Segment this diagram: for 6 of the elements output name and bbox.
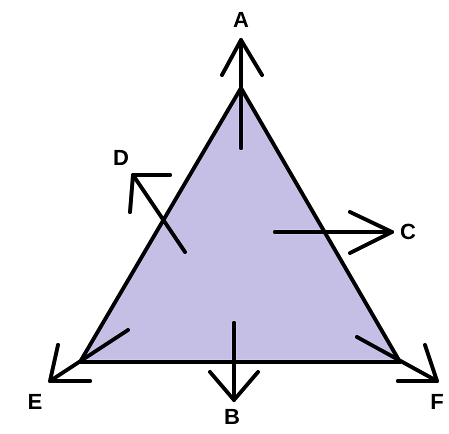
point-label: C <box>400 221 416 243</box>
point-label: A <box>233 9 249 31</box>
point-label: D <box>113 147 129 169</box>
point-label: F <box>430 391 444 413</box>
point-label: B <box>224 406 240 428</box>
point-label: E <box>28 391 42 413</box>
